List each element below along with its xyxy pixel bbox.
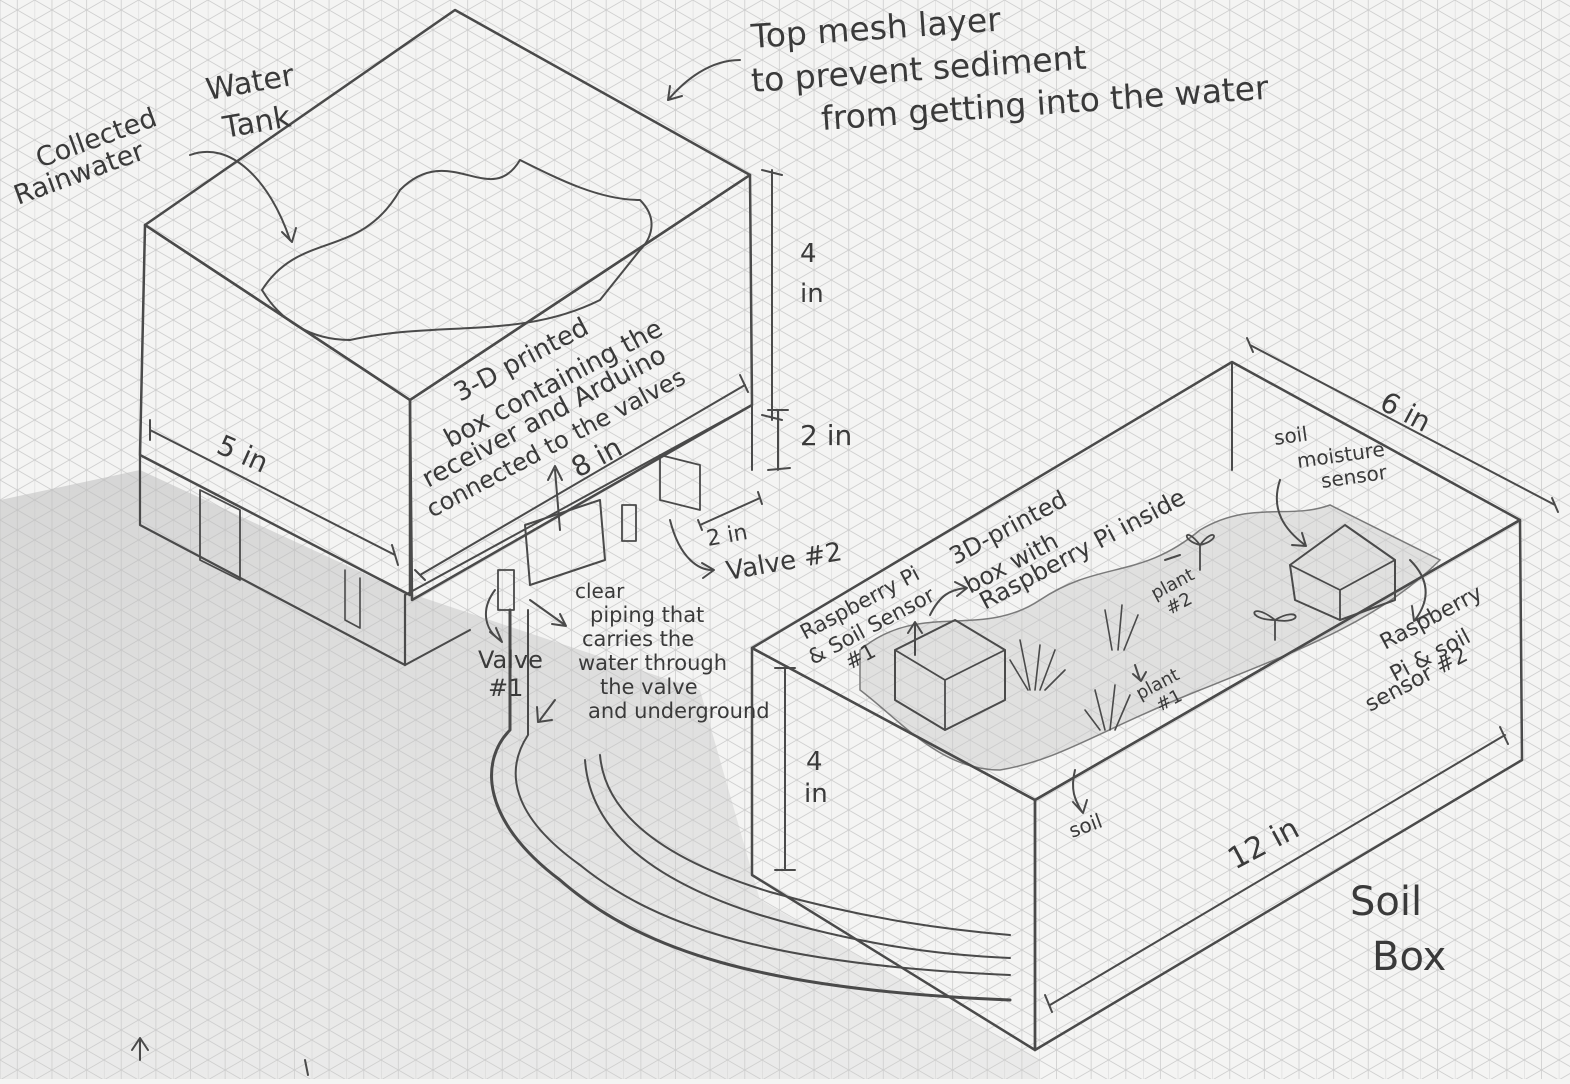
arrow-rpi1 <box>907 621 923 656</box>
label-tank-height-unit: in <box>800 279 824 309</box>
soilbox-width-dimension <box>1246 337 1559 513</box>
label-piping-2: piping that <box>590 603 704 627</box>
label-piping-5: the valve <box>600 675 698 699</box>
pipe-second-outer <box>584 759 1011 959</box>
label-stand-height: 2 in <box>800 419 852 452</box>
stand-leg-right <box>659 454 701 511</box>
soil-box <box>750 360 1524 1052</box>
soilbox-dimensions <box>774 337 1559 1013</box>
soilbox-length-dimension <box>1044 726 1509 1013</box>
label-piping-1: clear <box>575 579 625 603</box>
raspberry-pi-box-2-edges <box>1289 559 1396 621</box>
arrow-arduino <box>547 465 563 531</box>
label-tank-height: 4 <box>800 239 817 269</box>
tank-base-left <box>138 453 407 667</box>
tank-dimensions <box>149 169 791 581</box>
arduino-box <box>524 499 606 586</box>
label-soil-moisture-1: soil <box>1272 421 1309 449</box>
pipe-outer <box>490 608 1012 1002</box>
stand-leg-left <box>199 489 241 581</box>
plant-2-sprout <box>1185 533 1215 571</box>
stand-leg-mid <box>344 569 361 629</box>
arrow-plant1 <box>1132 664 1147 682</box>
label-piping-3: carries the <box>582 627 694 651</box>
arrow-soil-moisture <box>1275 479 1307 547</box>
leader-arrows <box>131 59 1429 1076</box>
arrow-valve1 <box>485 589 503 643</box>
label-soilbox-height-unit: in <box>804 779 828 809</box>
label-piping-6: and underground <box>588 699 770 723</box>
plant-grass-1 <box>1009 639 1066 691</box>
valve-1 <box>497 569 515 611</box>
tank-width-dimension <box>149 419 399 566</box>
arrow-soil <box>1072 769 1088 814</box>
label-soilbox-height: 4 <box>806 747 823 777</box>
stand-width-dimension <box>697 491 763 531</box>
ground-shading <box>0 470 1040 1079</box>
label-soilbox-title-2: Box <box>1372 934 1446 980</box>
label-valve1-num: #1 <box>488 674 523 702</box>
sprout-right <box>1253 610 1297 641</box>
stand-height-dimension <box>767 409 791 471</box>
tick-bottom <box>304 1059 309 1076</box>
plant-grass-2 <box>1104 604 1139 651</box>
arrow-mesh-head <box>667 85 683 101</box>
arrow-plant2 <box>1164 554 1181 561</box>
collected-rainwater-surface <box>261 159 653 341</box>
raspberry-pi-box-1-edges <box>894 649 1006 731</box>
label-soilbox-title-1: Soil <box>1350 879 1422 925</box>
arrow-mesh <box>667 59 741 101</box>
arrow-piping <box>529 599 567 627</box>
raspberry-pi-box-1 <box>894 619 1006 731</box>
valve-2 <box>621 504 637 542</box>
tank-length-dimension <box>414 374 749 581</box>
raspberry-pi-box-2 <box>1289 524 1396 621</box>
label-piping-4: water through <box>578 651 727 675</box>
arrow-rpi2 <box>1409 559 1429 622</box>
arrow-bottom-left <box>131 1037 149 1061</box>
arrow-rainwater-head <box>281 227 297 243</box>
arrow-valve2 <box>669 519 715 579</box>
arrow-rainwater <box>189 150 291 241</box>
label-valve1: Valve <box>478 646 543 674</box>
tank-base-right <box>404 404 753 596</box>
pipe-inner <box>514 609 1011 976</box>
pipe-second-inner <box>599 754 1011 936</box>
arrow-rpi-box <box>929 581 968 616</box>
underground-piping <box>490 608 1012 1002</box>
tank-left-face <box>138 223 412 597</box>
soilbox-height-dimension <box>774 667 796 871</box>
water-tank <box>138 8 754 667</box>
arrow-underground <box>536 699 556 723</box>
soil-surface <box>859 504 1442 771</box>
tank-base-edge <box>404 629 471 666</box>
plant-1 <box>1084 684 1131 731</box>
